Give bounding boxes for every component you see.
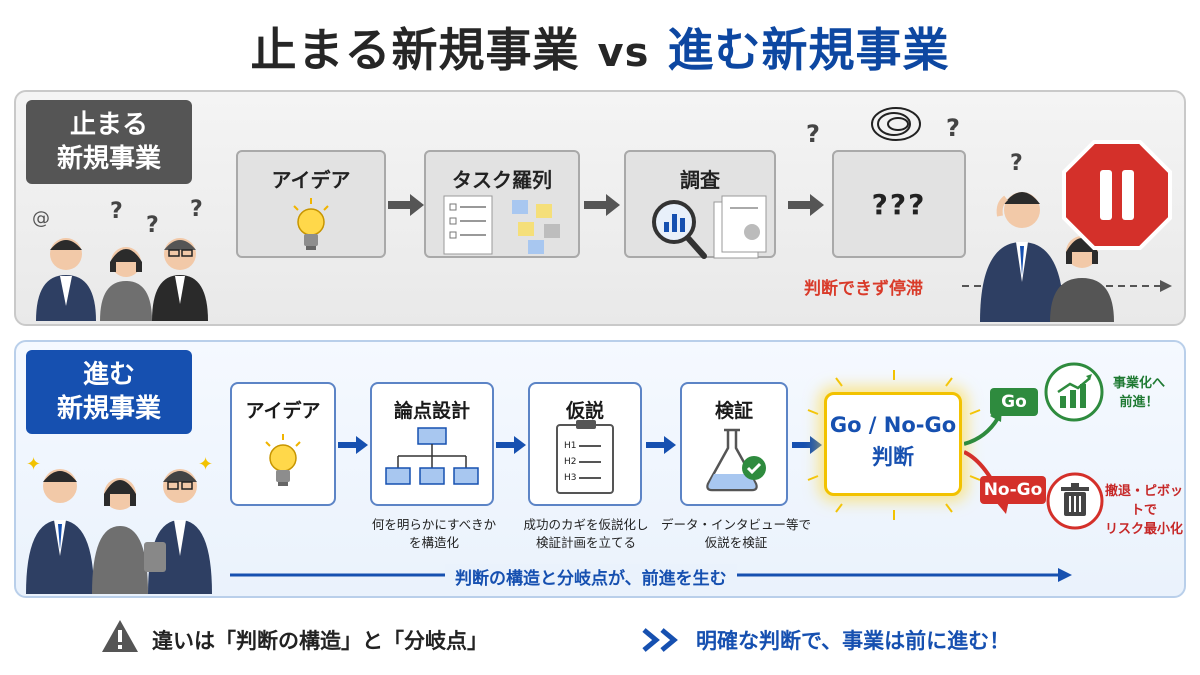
glow-rays bbox=[807, 370, 981, 520]
go-label: Go bbox=[990, 388, 1038, 416]
stalled-label: 止まる 新規事業 bbox=[26, 100, 192, 184]
stalled-arrow-1 bbox=[388, 194, 424, 216]
caption-hypothesis: 成功のカギを仮説化し検証計画を立てる bbox=[523, 517, 649, 550]
flow-text: 判断の構造と分岐点が、前進を生む bbox=[445, 564, 737, 589]
svg-text:?: ? bbox=[146, 213, 159, 238]
title-stop: 止まる新規事業 bbox=[250, 23, 580, 77]
hypothesis-list: H1 H2 H3 bbox=[564, 438, 602, 486]
progress-arrow-4 bbox=[792, 436, 822, 454]
caption-verification: データ・インタビュー等で仮説を検証 bbox=[660, 517, 811, 550]
svg-text:✦: ✦ bbox=[198, 454, 213, 475]
progress-label: 進む 新規事業 bbox=[26, 350, 192, 434]
svg-text:?: ? bbox=[110, 199, 123, 224]
stop-sign-icon bbox=[1062, 140, 1172, 250]
page-title: 止まる新規事業 vs 進む新規事業 bbox=[0, 14, 1200, 80]
svg-text:?: ? bbox=[1010, 151, 1023, 176]
title-vs: vs bbox=[597, 30, 650, 76]
lightbulb-icon bbox=[293, 198, 329, 250]
flask-check-icon bbox=[706, 428, 766, 492]
double-chevron-icon bbox=[642, 628, 678, 652]
svg-text:?: ? bbox=[190, 197, 203, 222]
svg-text:✦: ✦ bbox=[26, 454, 41, 475]
stalled-step-task-list: タスク羅列 bbox=[424, 150, 580, 258]
svg-text:?: ? bbox=[806, 120, 820, 148]
task-list-icon bbox=[443, 195, 560, 255]
progress-arrow-3 bbox=[646, 436, 676, 454]
progress-arrow-1 bbox=[338, 436, 368, 454]
svg-text:?: ? bbox=[946, 114, 960, 142]
tree-structure-icon bbox=[385, 427, 479, 485]
stall-text: 判断できず停滞 bbox=[804, 279, 923, 299]
stalled-step-unknown: ??? bbox=[832, 150, 966, 258]
confident-people-illustration: ✦ ✦ bbox=[26, 454, 213, 594]
progress-arrow-2 bbox=[496, 436, 526, 454]
caption-issue-design: 何を明らかにすべきかを構造化 bbox=[371, 517, 497, 550]
clipboard-icon: H1 H2 H3 bbox=[556, 420, 614, 494]
stalled-arrow-3 bbox=[788, 194, 824, 216]
go-nogo-decision-box: Go / No-Go 判断 bbox=[824, 392, 962, 496]
svg-text:@: @ bbox=[32, 208, 50, 229]
growth-chart-icon bbox=[1044, 362, 1104, 422]
footer-difference-text: 違いは「判断の構造」と「分岐点」 bbox=[152, 629, 488, 653]
warning-icon bbox=[102, 620, 138, 652]
go-result: 事業化へ前進！ bbox=[1112, 376, 1165, 410]
trash-icon bbox=[1046, 472, 1104, 530]
nogo-label: No-Go bbox=[980, 476, 1046, 504]
lightbulb-icon bbox=[265, 434, 301, 486]
stalled-arrow-2 bbox=[584, 194, 620, 216]
footer-conclusion-text: 明確な判断で、事業は前に進む！ bbox=[696, 629, 1011, 653]
stressed-people-illustration: ? bbox=[980, 151, 1114, 322]
magnifier-icon bbox=[652, 195, 767, 259]
confused-people-illustration: @ ? ? ? bbox=[32, 197, 208, 321]
title-go: 進む新規事業 bbox=[667, 23, 950, 77]
nogo-result: 撤退・ピボットでリスク最小化 bbox=[1104, 484, 1183, 537]
tangled-thought-icon: ? ? bbox=[806, 107, 960, 148]
